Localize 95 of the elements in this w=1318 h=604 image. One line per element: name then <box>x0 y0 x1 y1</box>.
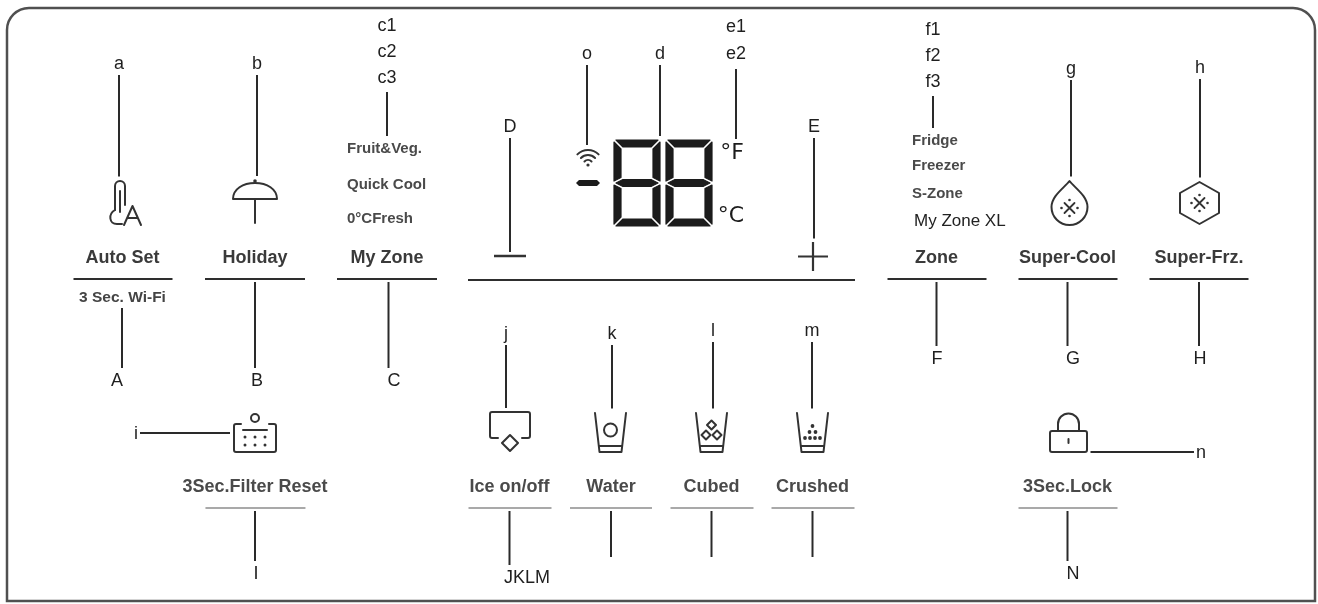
callout-letter: f1 <box>925 18 941 41</box>
callout-letter: m <box>804 320 820 340</box>
wifi-icon <box>574 147 602 167</box>
callout-letter: e2 <box>726 42 746 65</box>
callout-letter: B <box>251 370 263 390</box>
leader-line <box>1066 510 1069 562</box>
callout-letter: N <box>1066 563 1080 583</box>
water-glass-icon <box>592 410 629 454</box>
leader-line <box>932 95 934 129</box>
leader-line <box>611 344 613 410</box>
leader-line <box>935 281 938 347</box>
key-label: Super-Cool <box>1019 246 1116 269</box>
callout-letter: j <box>504 323 508 343</box>
callout-letter: d <box>655 43 665 63</box>
key-label: 3Sec.Filter Reset <box>182 475 328 498</box>
callout-letter: a <box>114 53 124 73</box>
umbrella-icon <box>231 178 279 224</box>
callout-letter: C <box>387 370 401 390</box>
leader-line <box>811 341 813 410</box>
callout-letter: n <box>1196 442 1206 462</box>
leader-line <box>505 344 507 409</box>
callout-letter: f2 <box>925 44 941 67</box>
leader-line <box>659 64 661 137</box>
leader-line <box>254 281 256 369</box>
leader-line <box>813 137 815 240</box>
leader-line <box>1198 281 1200 347</box>
leader-line <box>256 74 258 177</box>
unit-symbol: °F <box>720 141 744 163</box>
leader-line <box>386 91 388 137</box>
key-label: Zone <box>915 246 958 269</box>
callout-letter: i <box>134 423 138 443</box>
option-label: Quick Cool <box>347 174 427 194</box>
key-label: 3Sec.Lock <box>1022 475 1113 498</box>
key-label: Cubed <box>683 475 740 498</box>
key-label: Holiday <box>222 246 288 269</box>
key-label: Super-Frz. <box>1154 246 1244 269</box>
leader-line <box>509 137 511 253</box>
leader-line <box>610 510 612 558</box>
callout-letter: D <box>503 116 517 136</box>
leader-line <box>121 307 123 369</box>
key-label: My Zone <box>350 246 424 269</box>
minus-icon <box>493 254 527 258</box>
callout-letter: I <box>253 563 259 583</box>
leader-line <box>139 432 231 434</box>
callout-letter: H <box>1193 348 1207 368</box>
leader-line <box>118 74 120 178</box>
callout-letter: G <box>1066 348 1080 368</box>
snowflake-drop-icon <box>1048 178 1090 226</box>
dotted-panel-icon <box>232 412 278 454</box>
callout-letter: h <box>1195 57 1205 77</box>
callout-letter: l <box>711 320 715 340</box>
leader-line <box>1066 281 1069 347</box>
callout-letter: F <box>931 348 943 368</box>
leader-line <box>1089 451 1195 453</box>
snowflake-hexagon-icon <box>1176 179 1222 225</box>
callout-letter: c2 <box>377 40 397 63</box>
lock-icon <box>1047 410 1089 454</box>
option-label: My Zone XL <box>914 211 1006 231</box>
callout-letter: E <box>808 116 820 136</box>
callout-letter: k <box>607 323 617 343</box>
leader-line <box>710 510 713 558</box>
option-label: 0°CFresh <box>347 208 414 228</box>
key-label: Ice on/off <box>469 475 550 498</box>
leader-line <box>712 341 714 410</box>
callout-letter: JKLM <box>504 567 550 587</box>
leader-line <box>254 510 256 562</box>
hint-text: 3 Sec. Wi-Fi <box>79 288 166 306</box>
callout-letter: c1 <box>377 14 397 37</box>
option-label: Fruit&Veg. <box>347 138 422 158</box>
option-label: Fridge <box>912 130 958 150</box>
option-label: Freezer <box>912 155 966 175</box>
ice-cubes-glass-icon <box>693 410 730 454</box>
leader-line <box>508 510 511 566</box>
crushed-ice-glass-icon <box>793 410 831 454</box>
thermometer-icon <box>107 178 143 226</box>
callout-letter: g <box>1066 58 1076 78</box>
callout-letter: b <box>252 53 262 73</box>
callout-letter: f3 <box>925 70 941 93</box>
plus-icon <box>797 240 829 272</box>
key-label: Auto Set <box>85 246 160 269</box>
ice-cube-icon <box>487 410 533 454</box>
callout-letter: e1 <box>726 15 746 38</box>
key-label: Water <box>586 475 636 498</box>
leader-line <box>387 281 390 369</box>
callout-letter: o <box>582 43 592 63</box>
leader-line <box>1199 78 1201 179</box>
key-label: Crushed <box>776 475 849 498</box>
callout-letter: A <box>111 370 123 390</box>
leader-line <box>735 68 737 140</box>
leader-line <box>1070 79 1072 178</box>
unit-symbol: °C <box>717 204 745 226</box>
leader-line <box>586 64 588 146</box>
option-label: S-Zone <box>912 183 963 203</box>
leader-line <box>811 510 814 558</box>
callout-letter: c3 <box>377 66 397 89</box>
